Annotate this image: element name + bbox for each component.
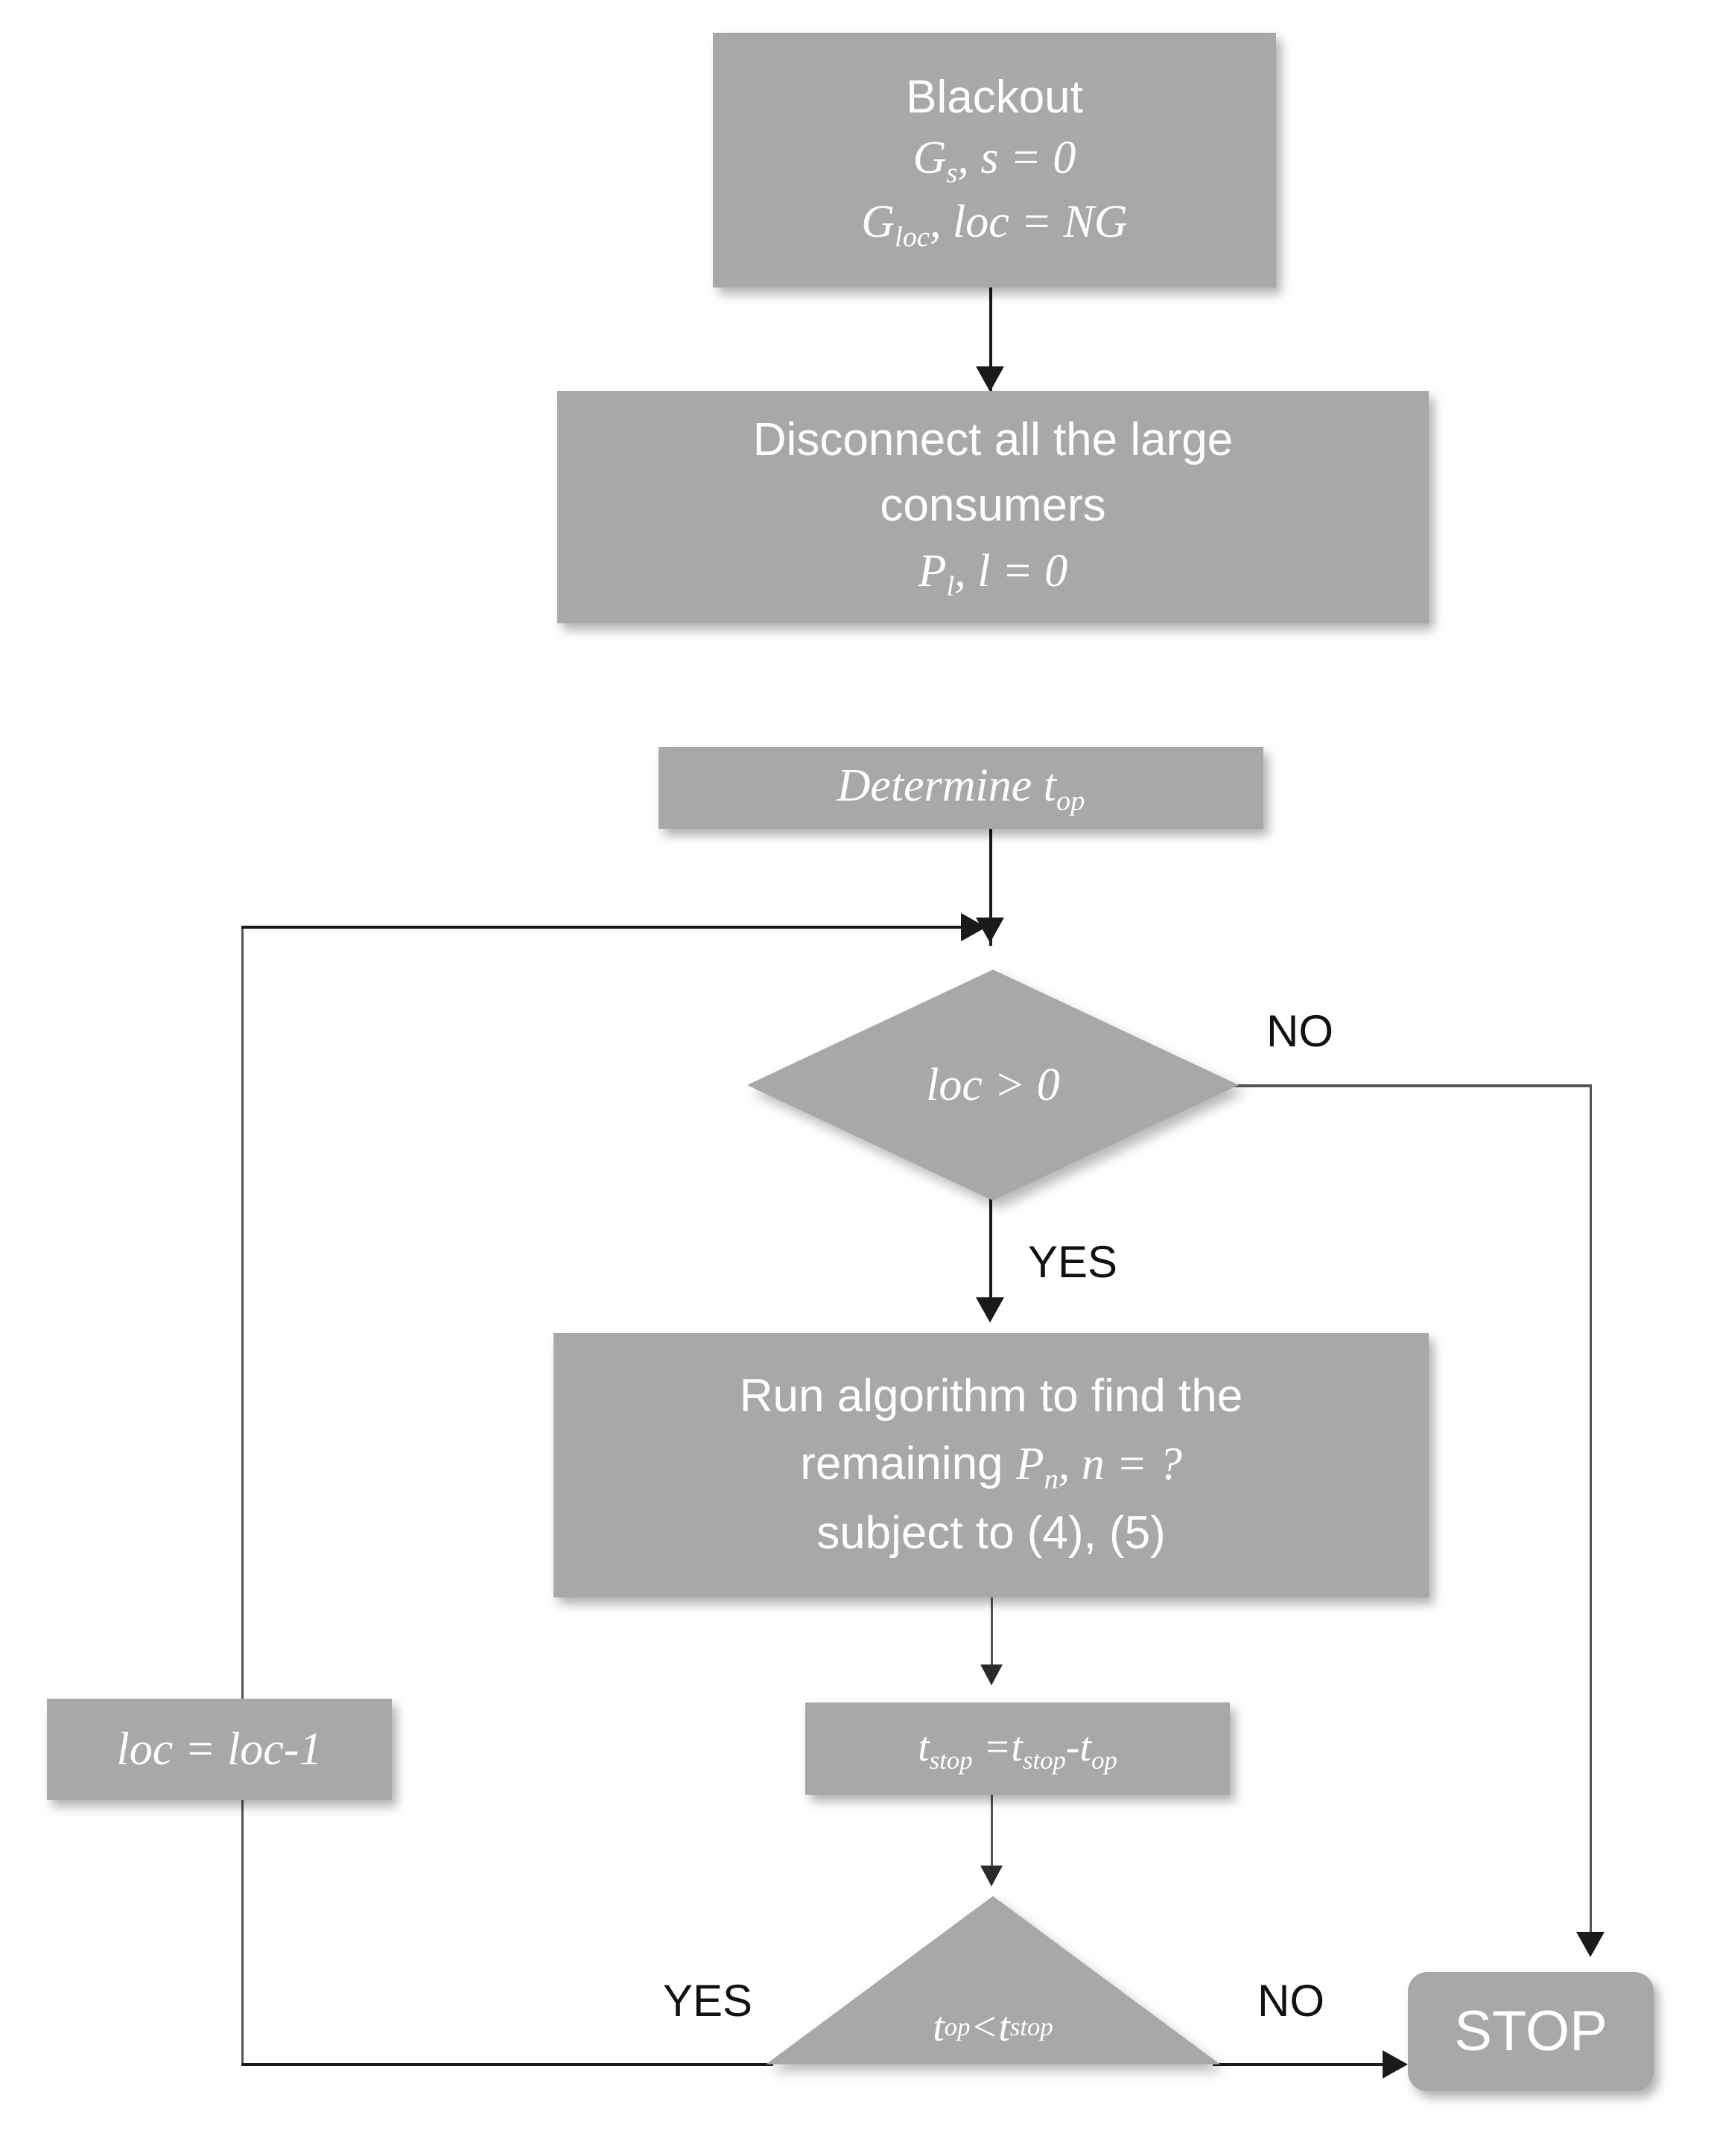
node-blackout-line1: Blackout [906,71,1083,124]
arrowhead-diamond-yes [976,1297,1004,1323]
node-tstop-update[interactable]: tstop =tstop-top [805,1702,1230,1795]
node-disconnect-line3: Pl, l = 0 [918,546,1068,602]
node-tstop-formula: tstop =tstop-top [918,1723,1117,1775]
node-determine-label: Determine top [837,760,1085,817]
arrowhead-feedback-join [961,913,986,941]
edge-blackout-to-disconnect [989,284,992,396]
arrowhead-tstop-to-triangle [980,1866,1003,1886]
node-blackout[interactable]: Blackout Gs, s = 0 Gloc, loc = NG [713,33,1276,287]
edge-diamond-no-vertical [1590,1084,1592,1933]
edge-triangle-no [1213,2063,1405,2066]
node-blackout-line2: Gs, s = 0 [913,133,1076,189]
arrowhead-no-to-stop [1576,1932,1605,1957]
edge-label-loc-yes: YES [1028,1237,1118,1287]
edge-diamond-yes [989,1196,992,1315]
node-determine-top[interactable]: Determine top [659,747,1263,829]
arrowhead-blackout-to-disconnect [976,366,1004,392]
node-disconnect-large-consumers[interactable]: Disconnect all the large consumers Pl, l… [557,391,1429,623]
node-stop-label: STOP [1454,1999,1608,2063]
node-loc-decrement[interactable]: loc = loc-1 [47,1699,392,1800]
edge-feedback-horizontal [241,926,986,929]
decision-loc-label: loc > 0 [926,1059,1060,1110]
arrowhead-run-to-tstop [980,1664,1003,1685]
node-run-line1: Run algorithm to find the [739,1370,1243,1422]
edge-determine-to-diamond [989,827,992,946]
edge-label-loc-no: NO [1266,1006,1333,1056]
node-disconnect-line2: consumers [880,480,1106,532]
node-blackout-line3: Gloc, loc = NG [861,197,1128,253]
node-loc-label: loc = loc-1 [116,1723,323,1775]
decision-loc-greater-than-zero[interactable]: loc > 0 [747,970,1239,1201]
edge-triangle-yes [241,2063,773,2066]
edge-feedback-left-vertical [241,926,244,2065]
edge-tstop-to-triangle [991,1795,993,1883]
node-run-line2: remaining Pn, n = ? [800,1437,1182,1495]
node-run-algorithm[interactable]: Run algorithm to find the remaining Pn, … [553,1333,1429,1597]
edge-label-time-no: NO [1257,1976,1324,2026]
arrowhead-triangle-no-to-stop [1383,2050,1408,2079]
node-disconnect-line1: Disconnect all the large [752,414,1234,466]
edge-run-to-tstop [991,1597,993,1681]
edge-label-time-yes: YES [663,1976,753,2026]
edge-diamond-no-horizontal [1233,1084,1592,1087]
node-stop[interactable]: STOP [1408,1972,1654,2091]
node-run-line3: subject to (4), (5) [816,1507,1166,1559]
